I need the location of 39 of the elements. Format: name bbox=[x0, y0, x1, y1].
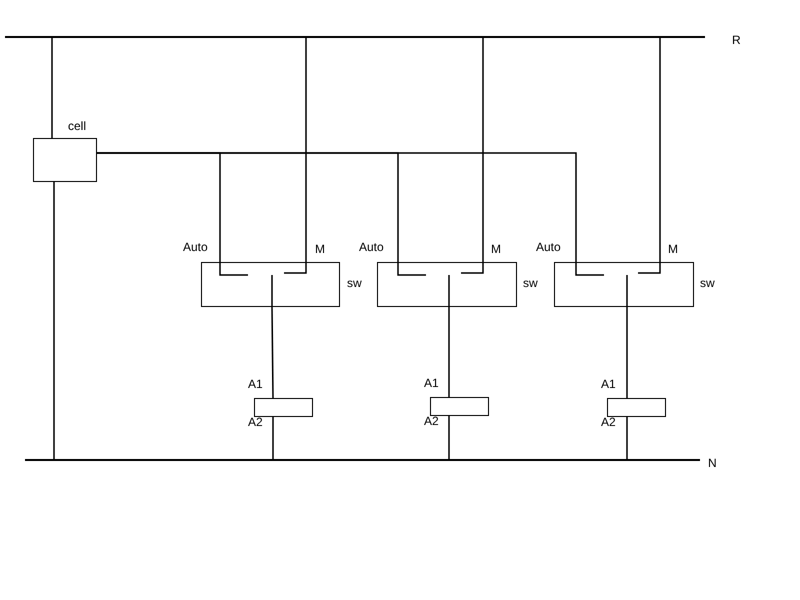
terminal-label: M bbox=[491, 243, 501, 255]
terminal-label: M bbox=[315, 243, 325, 255]
wire bbox=[448, 307, 450, 397]
terminal-label: A1 bbox=[601, 378, 616, 390]
wire bbox=[53, 182, 55, 459]
wire bbox=[51, 38, 53, 138]
coil-box bbox=[430, 397, 489, 416]
wire bbox=[271, 307, 274, 398]
wire bbox=[97, 152, 577, 262]
cell-box bbox=[33, 138, 97, 182]
terminal-label: M bbox=[668, 243, 678, 255]
component-label: sw bbox=[347, 277, 362, 289]
switch-box bbox=[201, 262, 340, 307]
wire bbox=[626, 417, 628, 459]
terminal-label: A2 bbox=[601, 416, 616, 428]
wire bbox=[659, 38, 661, 262]
bus-label: R bbox=[732, 34, 741, 46]
terminal-label: A2 bbox=[248, 416, 263, 428]
switch-box bbox=[554, 262, 694, 307]
component-label: sw bbox=[700, 277, 715, 289]
wire bbox=[626, 307, 628, 398]
bus-label: N bbox=[708, 457, 717, 469]
wire bbox=[272, 417, 274, 459]
switch-box bbox=[377, 262, 517, 307]
component-label: sw bbox=[523, 277, 538, 289]
coil-box bbox=[254, 398, 313, 417]
terminal-label: Auto bbox=[536, 241, 561, 253]
wire bbox=[305, 38, 307, 262]
wire bbox=[482, 38, 484, 262]
terminal-label: Auto bbox=[359, 241, 384, 253]
bus-line bbox=[25, 459, 700, 461]
coil-box bbox=[607, 398, 666, 417]
terminal-label: A1 bbox=[248, 378, 263, 390]
terminal-label: A2 bbox=[424, 415, 439, 427]
wire bbox=[448, 416, 450, 459]
terminal-label: A1 bbox=[424, 377, 439, 389]
bus-line bbox=[5, 36, 705, 38]
terminal-label: Auto bbox=[183, 241, 208, 253]
box-label: cell bbox=[68, 120, 86, 132]
